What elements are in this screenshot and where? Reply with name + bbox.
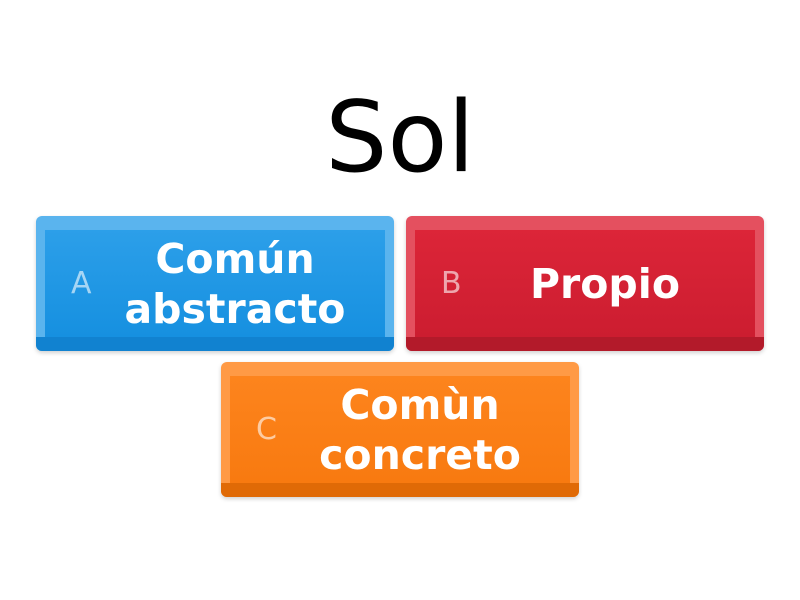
- answer-face: C Comùn concreto: [230, 376, 570, 483]
- answer-letter: C: [256, 412, 277, 447]
- answer-face: A Común abstracto: [45, 230, 385, 337]
- answer-label: Propio: [529, 259, 680, 308]
- answer-label: Común abstracto: [124, 234, 346, 333]
- answer-c-button[interactable]: C Comùn concreto: [221, 362, 579, 497]
- answer-letter: A: [71, 266, 92, 301]
- answer-b-button[interactable]: B Propio: [406, 216, 764, 351]
- answer-a-button[interactable]: A Común abstracto: [36, 216, 394, 351]
- answer-face: B Propio: [415, 230, 755, 337]
- question-title: Sol: [325, 81, 475, 195]
- answer-letter: B: [441, 266, 462, 301]
- answer-label: Comùn concreto: [319, 380, 521, 479]
